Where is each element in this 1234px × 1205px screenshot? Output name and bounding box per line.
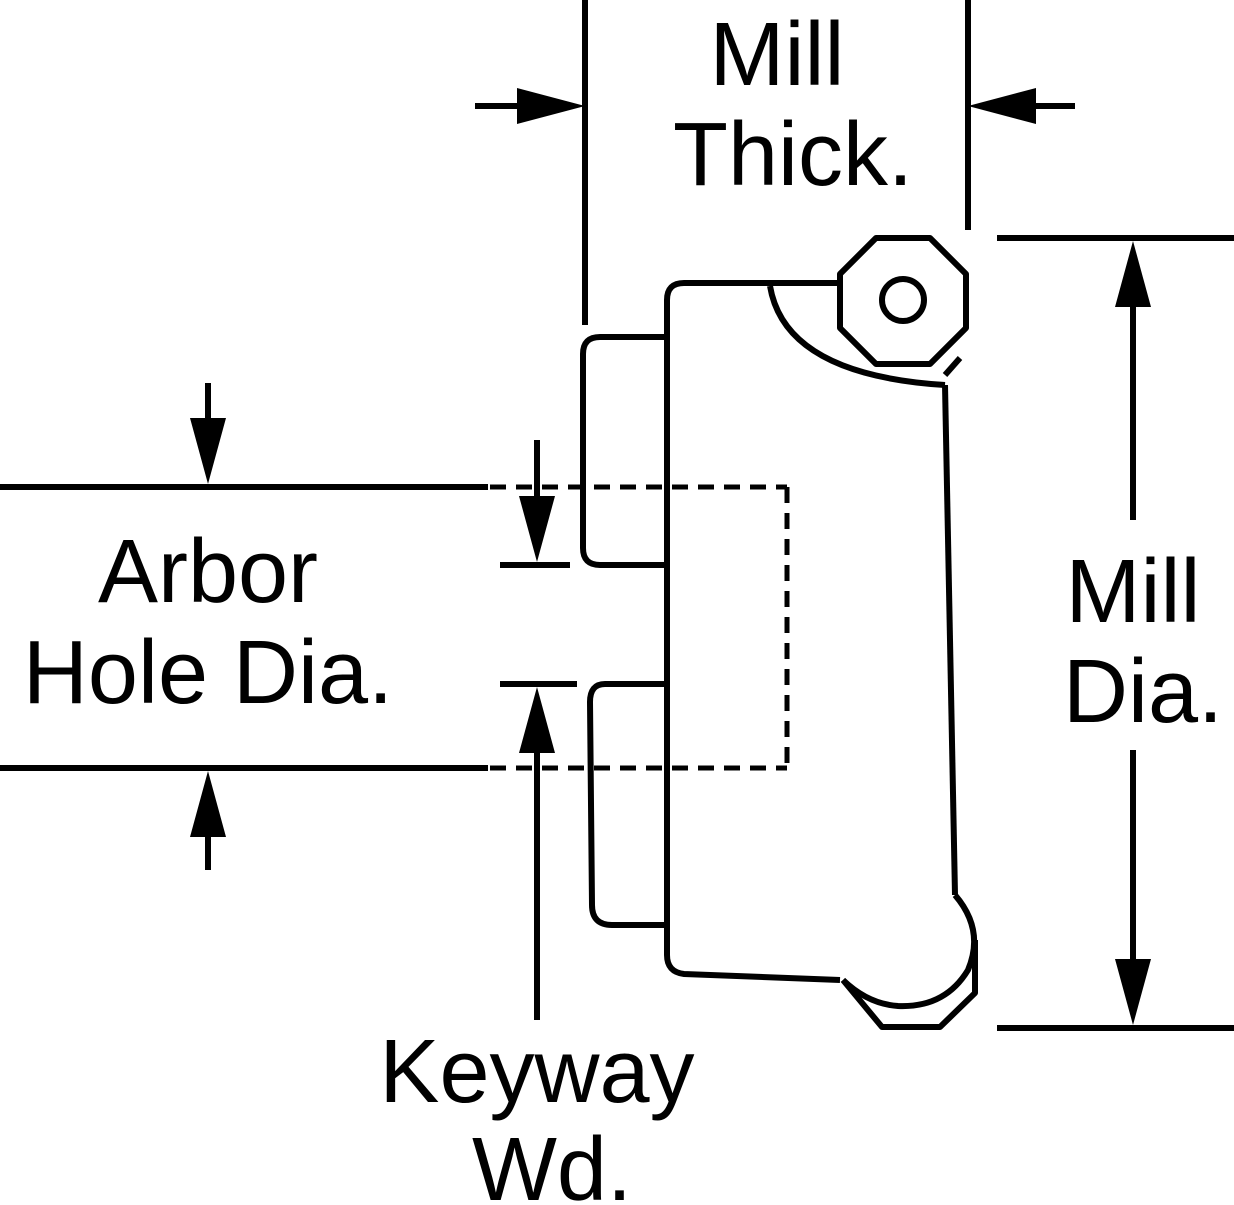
arbor-hole-label-line1: Arbor [98, 522, 318, 622]
keyway-wd-dimension: Keyway Wd. [379, 440, 695, 1205]
insert-top-octagon [837, 235, 969, 367]
tooth-gullet-bottom [840, 893, 978, 1010]
mill-dia-dimension: Mill Dia. [997, 235, 1234, 1031]
hub-boss-upper [580, 334, 664, 568]
arbor-hole-dia-dimension: Arbor Hole Dia. [0, 383, 488, 870]
tooth-gullet-top [767, 285, 946, 388]
mill-dia-arrow-bottom-head [1115, 959, 1151, 1025]
keyway-label-line1: Keyway [379, 1022, 694, 1122]
mill-dia-label-line2: Dia. [1063, 642, 1223, 742]
mill-dia-arrow-top-head [1115, 241, 1151, 307]
arbor-hole-arrow-top-head [190, 418, 226, 484]
mill-thick-label-line1: Mill [710, 5, 845, 105]
keyway-arrow-bottom-head [519, 687, 555, 753]
cutter-body [580, 235, 978, 1030]
cutter-plate-outline [664, 280, 841, 983]
keyway-arrow-top-head [519, 496, 555, 562]
hub-boss-lower [587, 681, 664, 928]
arbor-hole-arrow-bottom-head [190, 771, 226, 837]
mill-dia-label-line1: Mill [1066, 542, 1201, 642]
mill-thick-arrow-left-head [517, 88, 585, 124]
cutter-right-face [942, 384, 958, 896]
arbor-bore-hidden-lines [490, 484, 790, 771]
keyway-label-line2: Wd. [472, 1120, 632, 1205]
insert-screw-hole-icon [879, 276, 927, 324]
mill-thick-label-line2: Thick. [673, 105, 913, 205]
arbor-hole-label-line2: Hole Dia. [23, 623, 393, 723]
cutter-tooth-tip-top [942, 356, 963, 377]
mill-thick-arrow-right-head [968, 88, 1036, 124]
insert-bottom-octagon [840, 940, 978, 1030]
mill-thick-dimension: Mill Thick. [475, 0, 1075, 325]
